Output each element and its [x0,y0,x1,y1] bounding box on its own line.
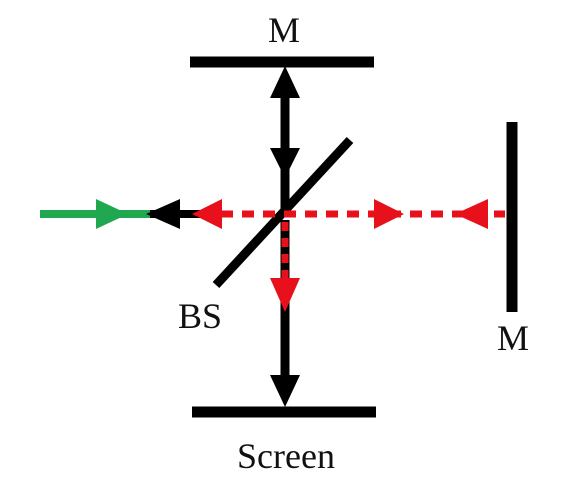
arrow-to-screen-head [270,375,300,407]
beam-splitter [212,136,354,289]
red-arrow-return-head [455,199,488,229]
red-arrow-down-head [270,278,300,312]
red-arrow-left-head [192,199,222,229]
return-arrow-head [146,199,180,229]
arrow-up-head [270,66,300,98]
red-arrow-right-head [374,199,404,229]
top-mirror-label: M [268,10,300,50]
beam-splitter-label: BS [178,296,222,336]
right-mirror-label: M [497,318,529,358]
arrow-down-head [270,148,300,178]
screen-label: Screen [237,436,335,476]
input-arrow-head [96,199,128,229]
